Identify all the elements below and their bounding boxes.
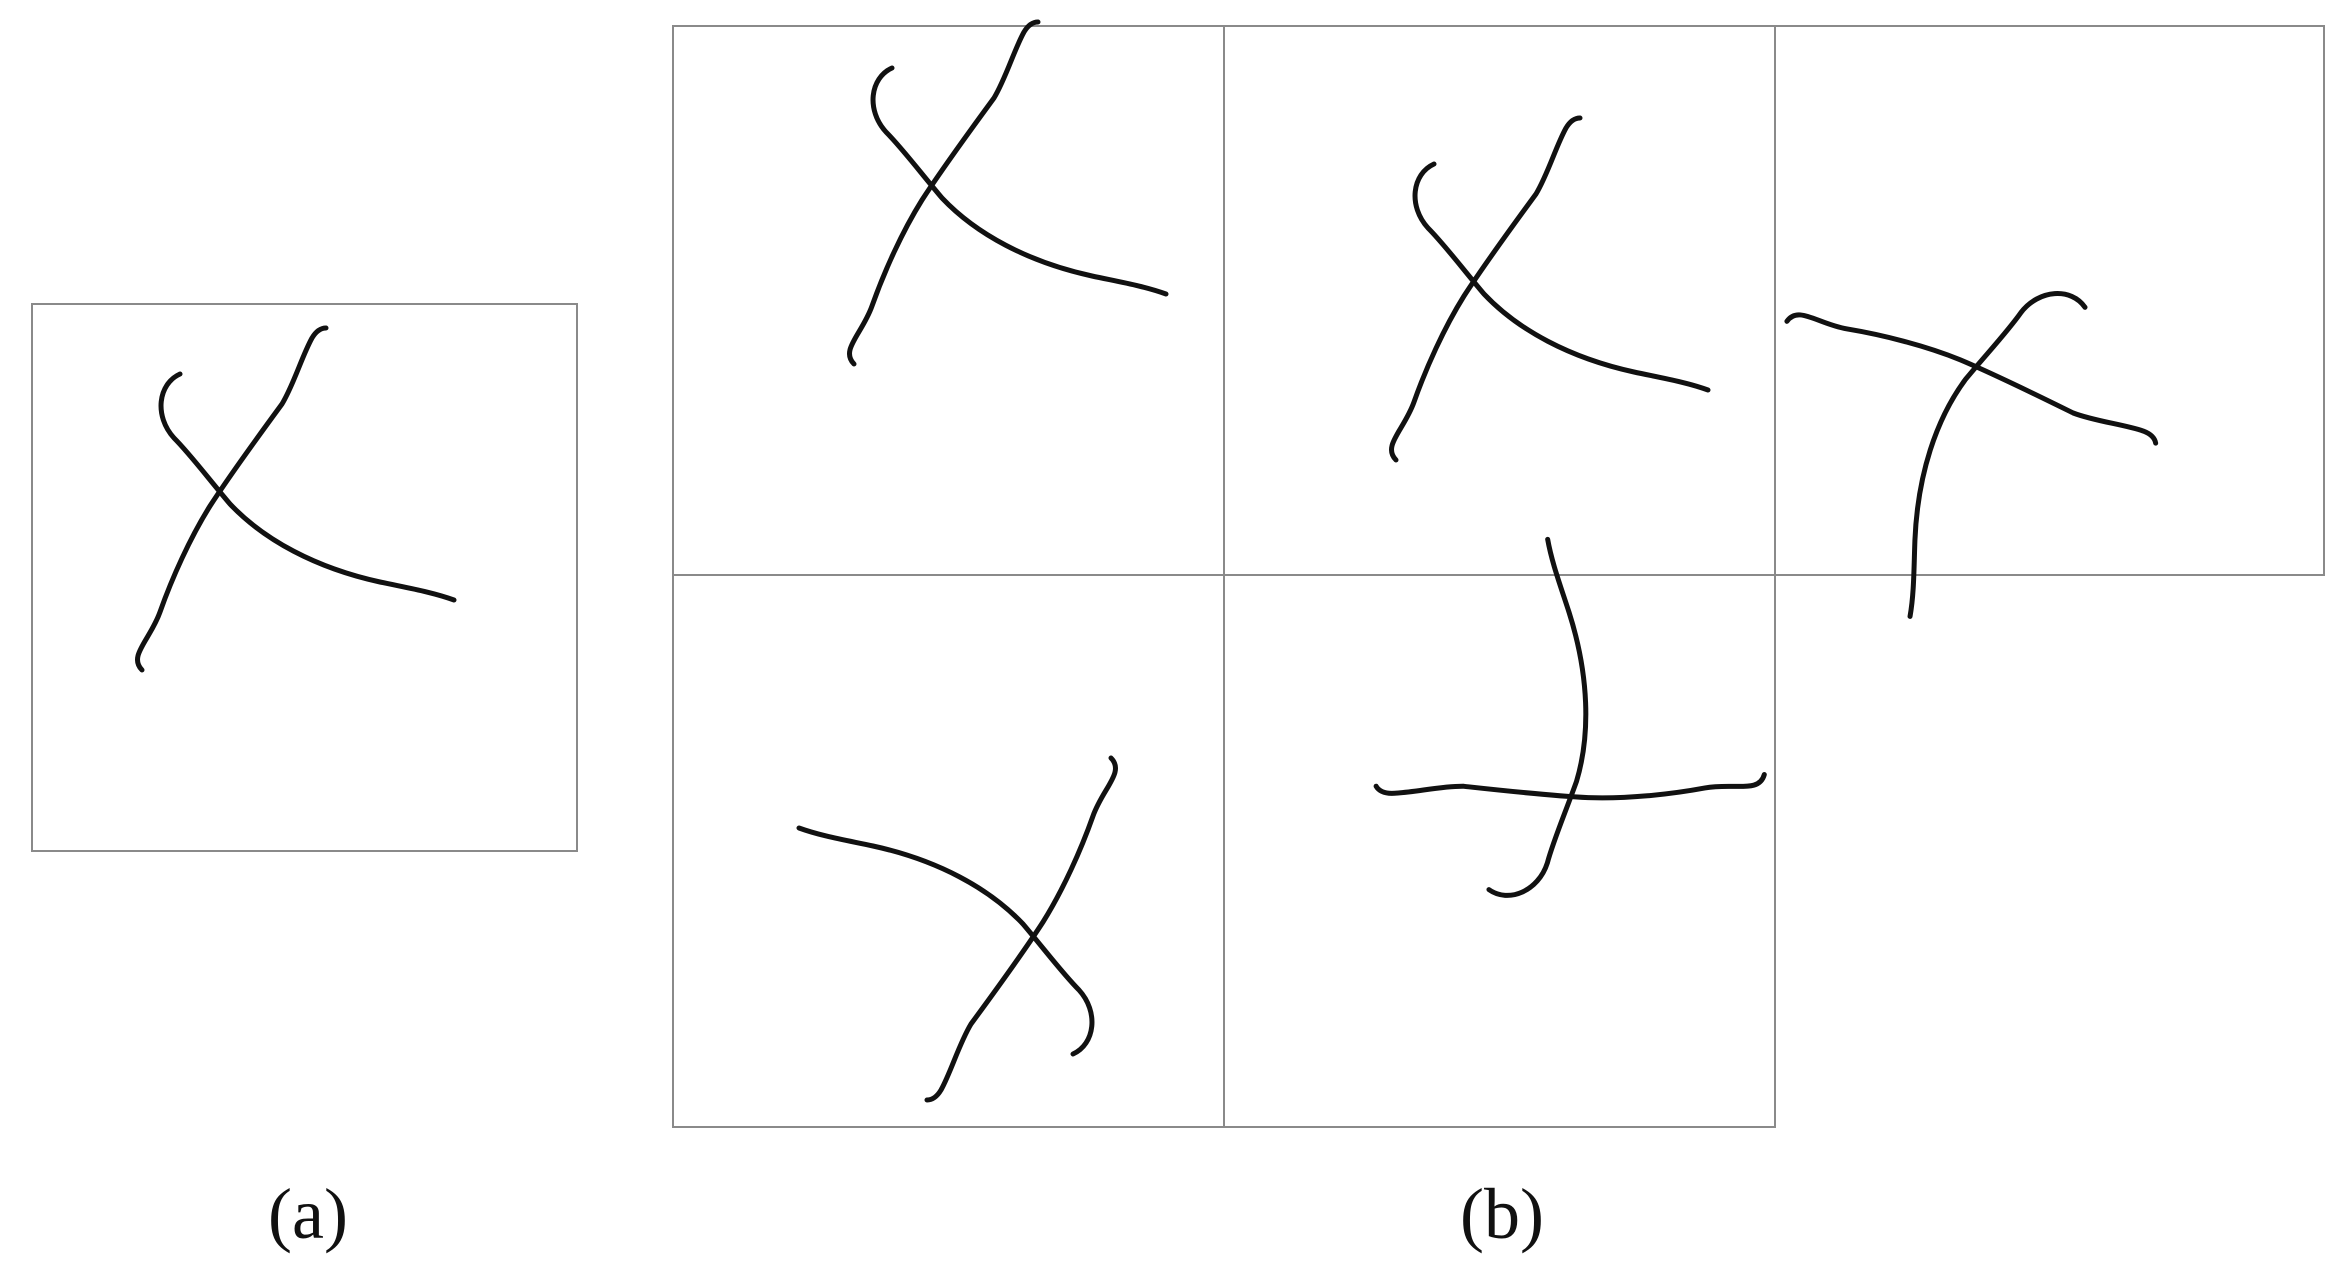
panel-b-variant-1 [672,22,1225,576]
panel-a-original [31,303,578,852]
caption-a: (a) [268,1174,348,1254]
caption-b: (b) [1460,1174,1544,1254]
panel-b-variant-5 [1223,504,1776,1128]
panel-b-variant-2 [1223,25,1776,576]
panel-b-variant-4 [672,574,1225,1128]
panel-b-variant-3 [1774,25,2325,629]
